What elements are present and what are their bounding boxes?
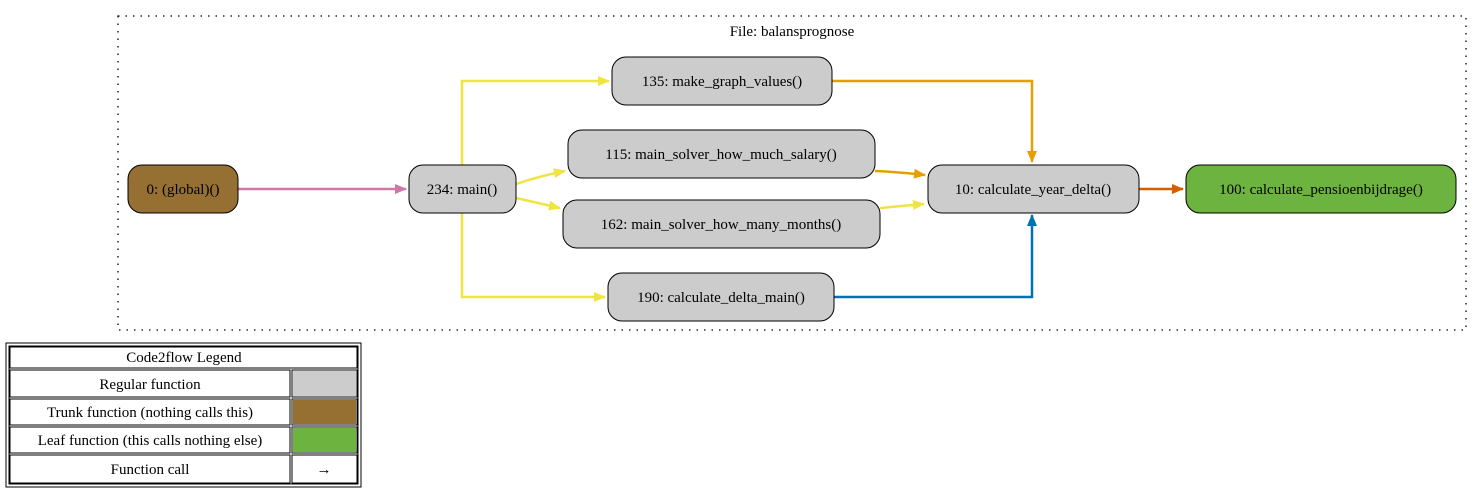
node-main[interactable]: 234: main(): [408, 164, 517, 214]
node-global[interactable]: 0: (global)(): [127, 164, 239, 214]
edge-make-graph-values-to-calculate-year-delta: [832, 79, 1037, 163]
legend: Code2flow Legend Regular function Trunk …: [5, 342, 362, 488]
node-calculate-pensioenbijdrage[interactable]: 100: calculate_pensioenbijdrage(): [1185, 164, 1457, 214]
node-main-solver-how-many-months-label: 162: main_solver_how_many_months(): [601, 217, 841, 233]
file-cluster: File: balansprognose: [117, 15, 1467, 331]
node-make-graph-values-label: 135: make_graph_values(): [642, 74, 802, 90]
legend-title-cell: [9, 346, 358, 369]
legend-row-regular-swatch-cell: [291, 369, 358, 398]
legend-row-call-label: Function call: [111, 462, 190, 478]
legend-row-regular-label-cell: [9, 369, 291, 398]
node-calculate-pensioenbijdrage-label: 100: calculate_pensioenbijdrage(): [1219, 182, 1423, 198]
node-calculate-delta-main[interactable]: 190: calculate_delta_main(): [607, 272, 835, 322]
node-calculate-year-delta-box: [927, 164, 1140, 214]
file-cluster-label: File: balansprognose: [730, 24, 855, 40]
edge-main-to-main-solver-how-many-months: [515, 196, 561, 211]
legend-swatch-regular: [293, 371, 356, 396]
legend-swatch-leaf: [293, 428, 356, 452]
legend-row-trunk-swatch-cell: [291, 398, 358, 426]
node-make-graph-values[interactable]: 135: make_graph_values(): [611, 56, 833, 106]
node-calculate-delta-main-label: 190: calculate_delta_main(): [637, 290, 805, 306]
node-main-solver-how-much-salary[interactable]: 115: main_solver_how_much_salary(): [567, 129, 876, 179]
legend-row-call-label-cell: [9, 454, 291, 484]
node-calculate-delta-main-box: [607, 272, 835, 322]
node-main-solver-how-many-months-box: [562, 199, 881, 249]
edge-main-solver-how-many-months-to-calculate-year-delta: [879, 200, 925, 210]
node-main-box: [408, 164, 517, 214]
legend-arrow-symbol: →: [317, 462, 332, 478]
legend-row-trunk-label-cell: [9, 398, 291, 426]
node-global-label: 0: (global)(): [147, 182, 220, 198]
legend-inner-border: [8, 345, 359, 485]
legend-row-call-symbol-cell: [291, 454, 358, 484]
legend-row-trunk-label: Trunk function (nothing calls this): [47, 405, 253, 421]
legend-row-leaf-label: Leaf function (this calls nothing else): [38, 433, 263, 449]
node-main-label: 234: main(): [427, 182, 497, 198]
legend-row-leaf-label-cell: [9, 426, 291, 454]
node-global-box: [127, 164, 239, 214]
edge-main-solver-how-much-salary-to-calculate-year-delta: [874, 168, 926, 179]
edge-main-to-make-graph-values: [460, 76, 610, 165]
edge-main-to-main-solver-how-much-salary: [515, 168, 566, 186]
legend-title: Code2flow Legend: [126, 350, 242, 366]
node-calculate-pensioenbijdrage-box: [1185, 164, 1457, 214]
node-calculate-year-delta[interactable]: 10: calculate_year_delta(): [927, 164, 1140, 214]
node-main-solver-how-much-salary-label: 115: main_solver_how_much_salary(): [605, 147, 836, 163]
node-main-solver-how-many-months[interactable]: 162: main_solver_how_many_months(): [562, 199, 881, 249]
edges: [238, 76, 1184, 302]
legend-row-leaf-swatch-cell: [291, 426, 358, 454]
node-main-solver-how-much-salary-box: [567, 129, 876, 179]
edge-calculate-delta-main-to-calculate-year-delta: [834, 214, 1037, 299]
legend-row-regular-label: Regular function: [99, 377, 201, 393]
node-calculate-year-delta-label: 10: calculate_year_delta(): [955, 182, 1111, 198]
node-make-graph-values-box: [611, 56, 833, 106]
legend-swatch-trunk: [293, 400, 356, 424]
edge-main-to-calculate-delta-main: [460, 213, 606, 302]
